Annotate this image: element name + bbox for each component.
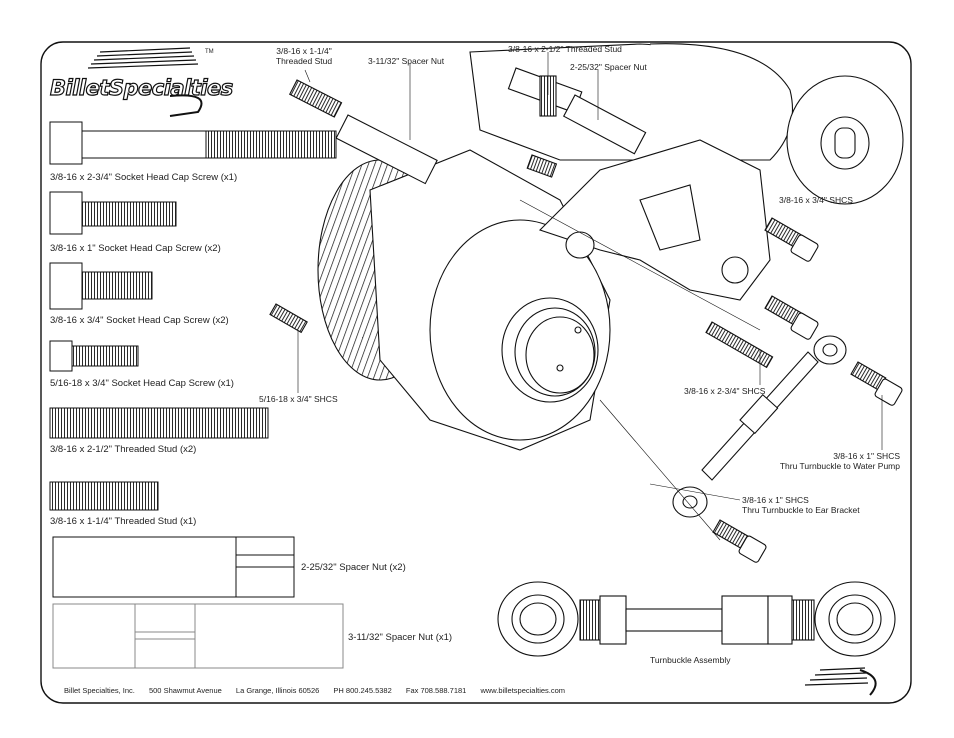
callout-stud-short: 3/8-16 x 1-1/4" Threaded Stud bbox=[268, 46, 340, 66]
footer-city: La Grange, Illinois 60526 bbox=[235, 686, 320, 695]
callout-shcs-1-ear-line1: 3/8-16 x 1" SHCS bbox=[742, 495, 809, 505]
part-label-spacer-2-25-32: 2-25/32" Spacer Nut (x2) bbox=[301, 562, 406, 573]
callout-shcs-34-upper: 3/8-16 x 3/4" SHCS bbox=[779, 195, 853, 205]
part-stud-1-1-4 bbox=[49, 481, 159, 511]
callout-stud-long: 3/8-16 x 2-1/2" Threaded Stud bbox=[508, 44, 622, 54]
part-label-shcs-2-3-4: 3/8-16 x 2-3/4" Socket Head Cap Screw (x… bbox=[50, 172, 238, 183]
callout-shcs-1-water-pump: 3/8-16 x 1" SHCS Thru Turnbuckle to Wate… bbox=[760, 451, 900, 471]
part-spacer-2-25-32 bbox=[52, 536, 295, 598]
part-label-spacer-3-11-32: 3-11/32" Spacer Nut (x1) bbox=[348, 632, 453, 643]
footer-contact: Billet Specialties, Inc. 500 Shawmut Ave… bbox=[64, 686, 577, 695]
part-shcs-5-16 bbox=[49, 340, 139, 372]
turnbuckle-label: Turnbuckle Assembly bbox=[650, 655, 731, 665]
corner-logo bbox=[804, 667, 877, 696]
footer-web-link[interactable]: www.billetspecialties.com bbox=[480, 686, 566, 695]
part-label-shcs-3-4: 3/8-16 x 3/4" Socket Head Cap Screw (x2) bbox=[50, 315, 229, 326]
page-border bbox=[40, 41, 912, 704]
part-spacer-3-11-32 bbox=[52, 603, 344, 669]
part-shcs-1 bbox=[49, 191, 177, 235]
callout-shcs-234: 3/8-16 x 2-3/4" SHCS bbox=[684, 386, 766, 396]
callout-shcs-1-ear-bracket: 3/8-16 x 1" SHCS Thru Turnbuckle to Ear … bbox=[742, 495, 860, 515]
trademark-mark: TM bbox=[205, 49, 214, 55]
part-label-shcs-5-16: 5/16-18 x 3/4" Socket Head Cap Screw (x1… bbox=[50, 378, 234, 389]
footer-fax: Fax 708.588.7181 bbox=[405, 686, 467, 695]
callout-spacer-short: 2-25/32" Spacer Nut bbox=[570, 62, 647, 72]
callout-spacer-long: 3-11/32" Spacer Nut bbox=[368, 56, 445, 66]
callout-shcs-1-wp-line2: Thru Turnbuckle to Water Pump bbox=[779, 461, 900, 471]
part-shcs-3-4 bbox=[49, 262, 153, 310]
part-stud-2-1-2 bbox=[49, 407, 269, 439]
assembly-drawing bbox=[269, 43, 904, 563]
leader-lines bbox=[297, 52, 883, 541]
turnbuckle-assembly bbox=[497, 581, 896, 657]
callout-stud-short-line1: 3/8-16 x 1-1/4" bbox=[276, 46, 332, 56]
brand-logo bbox=[87, 47, 203, 117]
callout-shcs-1-ear-line2: Thru Turnbuckle to Ear Bracket bbox=[742, 505, 860, 515]
part-label-shcs-1: 3/8-16 x 1" Socket Head Cap Screw (x2) bbox=[50, 243, 221, 254]
part-label-stud-2-1-2: 3/8-16 x 2-1/2" Threaded Stud (x2) bbox=[50, 444, 197, 455]
callout-stud-short-line2: Threaded Stud bbox=[275, 56, 333, 66]
footer-street: 500 Shawmut Avenue bbox=[148, 686, 222, 695]
part-label-stud-1-1-4: 3/8-16 x 1-1/4" Threaded Stud (x1) bbox=[50, 516, 197, 527]
callout-shcs-1-wp-line1: 3/8-16 x 1" SHCS bbox=[833, 451, 900, 461]
part-shcs-2-3-4 bbox=[49, 121, 337, 165]
footer-phone: PH 800.245.5382 bbox=[333, 686, 392, 695]
brand-wordmark: BilletSpecialties bbox=[49, 75, 233, 100]
callout-shcs-516: 5/16-18 x 3/4" SHCS bbox=[259, 394, 338, 404]
footer-company: Billet Specialties, Inc. bbox=[64, 686, 135, 695]
